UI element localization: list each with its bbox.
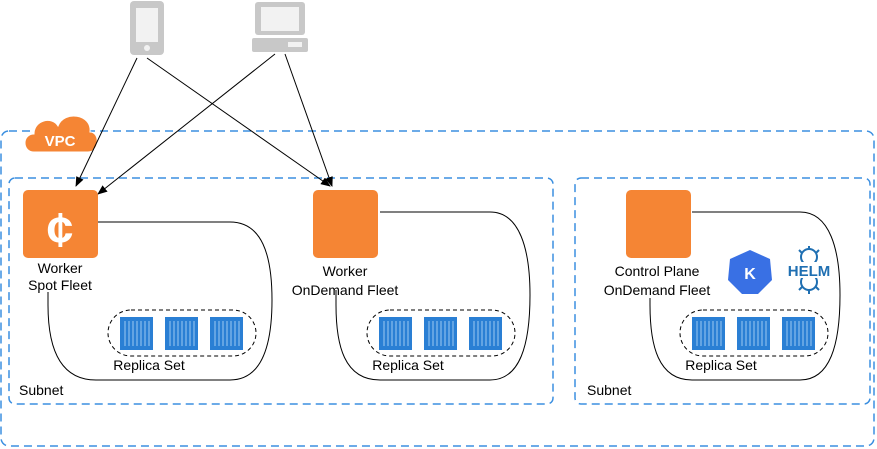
connector-laptop-to-spot xyxy=(97,53,276,195)
spot-fleet-label-line2: Spot Fleet xyxy=(28,277,92,293)
control-plane-pool xyxy=(649,211,841,381)
replica-set-label-spot: Replica Set xyxy=(113,357,185,373)
container-icon xyxy=(165,317,198,350)
control-plane-instance-icon xyxy=(626,190,691,258)
ondemand-fleet-label-line2: OnDemand Fleet xyxy=(292,282,399,298)
replica-set-ondemand xyxy=(366,309,516,357)
connector-mobile-to-ondemand xyxy=(146,57,331,187)
kubernetes-icon: K xyxy=(728,250,772,294)
ondemand-instance-icon xyxy=(313,190,378,258)
kubernetes-badge: K xyxy=(744,266,756,283)
cent-sign-icon: ¢ xyxy=(47,204,74,257)
control-plane-label-line1: Control Plane xyxy=(615,263,700,279)
vpc-cloud-icon: VPC xyxy=(24,115,98,153)
spot-instance-icon: ¢ xyxy=(23,190,98,258)
subnet-right-label: Subnet xyxy=(587,382,631,398)
connector-laptop-to-ondemand xyxy=(284,53,333,187)
ondemand-fleet-pool xyxy=(335,211,531,381)
replica-set-label-control-plane: Replica Set xyxy=(685,357,757,373)
ondemand-fleet-label-line1: Worker xyxy=(323,263,368,279)
subnet-right xyxy=(574,177,871,405)
helm-icon: HELM xyxy=(786,246,832,294)
subnet-left xyxy=(8,177,554,405)
spot-fleet-label-line1: Worker xyxy=(38,260,83,276)
container-icon xyxy=(424,317,457,350)
container-icon xyxy=(469,317,502,350)
connector-mobile-to-spot xyxy=(75,57,138,187)
spot-fleet-pool xyxy=(47,221,273,381)
container-icon xyxy=(379,317,412,350)
container-icon xyxy=(737,317,770,350)
replica-set-control-plane xyxy=(679,309,829,357)
vpc-boundary xyxy=(0,130,875,447)
container-icon xyxy=(210,317,243,350)
replica-set-spot xyxy=(107,309,257,357)
container-icon xyxy=(692,317,725,350)
subnet-left-label: Subnet xyxy=(19,382,63,398)
container-icon xyxy=(120,317,153,350)
laptop-icon xyxy=(252,2,308,52)
helm-label: HELM xyxy=(788,263,831,280)
container-icon xyxy=(782,317,815,350)
replica-set-label-ondemand: Replica Set xyxy=(372,357,444,373)
control-plane-label-line2: OnDemand Fleet xyxy=(604,282,711,298)
vpc-label: VPC xyxy=(45,133,76,150)
mobile-device-icon xyxy=(130,1,164,55)
